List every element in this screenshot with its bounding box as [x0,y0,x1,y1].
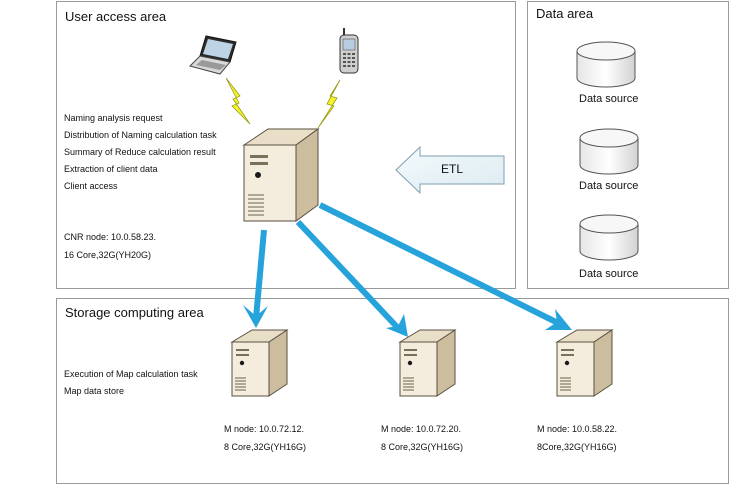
m-node-spec: 8 Core,32G(YH16G) [224,442,307,452]
cnr-server-icon [242,128,320,222]
m-node-spec: 8Core,32G(YH16G) [537,442,617,452]
data-source-cylinder-icon [579,128,639,175]
m-node-address: M node: 10.0.72.20. [381,424,462,434]
m-node-server-icon [555,329,614,397]
data-source-cylinder-icon [576,41,636,88]
m-node-address: M node: 10.0.72.12. [224,424,305,434]
lightning-bolt-icon [317,79,341,129]
data-source-label: Data source [579,180,639,192]
cnr-node-address: CNR node: 10.0.58.23. [64,232,157,242]
m-node-spec: 8 Core,32G(YH16G) [381,442,464,452]
m-node-server-icon [398,329,457,397]
task-naming-analysis: Naming analysis request [64,113,163,123]
data-area-title: Data area [536,6,594,21]
lightning-bolt-icon [225,77,251,125]
task-map-execution: Execution of Map calculation task [64,369,198,379]
task-extraction: Extraction of client data [64,164,158,174]
task-distribution: Distribution of Naming calculation task [64,130,217,140]
m-node-server-icon [230,329,289,397]
data-source-label: Data source [579,268,639,280]
data-source-label: Data source [579,93,639,105]
etl-label: ETL [441,162,464,176]
task-map-data-store: Map data store [64,386,125,396]
user-access-title: User access area [65,9,167,24]
etl-arrow [395,145,505,195]
task-client-access: Client access [64,181,118,191]
distribution-arrow [318,202,572,330]
distribution-arrow [295,219,408,337]
data-source-cylinder-icon [579,214,639,261]
storage-computing-title: Storage computing area [65,305,204,320]
mobile-phone-icon [339,28,359,74]
cnr-node-spec: 16 Core,32G(YH20G) [64,250,152,260]
m-node-address: M node: 10.0.58.22. [537,424,618,434]
task-summary-reduce: Summary of Reduce calculation result [64,147,216,157]
distribution-arrow [243,229,268,328]
laptop-icon [189,35,237,75]
